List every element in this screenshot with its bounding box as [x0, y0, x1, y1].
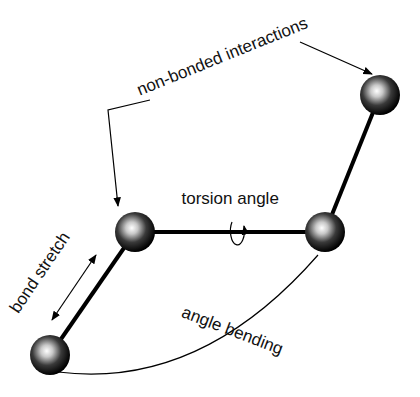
leader-arrow	[300, 42, 372, 74]
torsion-arrow	[230, 222, 244, 245]
annotation-label: bond stretch	[7, 228, 73, 315]
annotation-label: non-bonded interactions	[134, 14, 310, 98]
atom	[30, 335, 70, 375]
atom	[305, 212, 345, 252]
stretch-arrow	[52, 255, 96, 320]
annotation-label: torsion angle	[182, 190, 279, 207]
leader-arrow	[108, 100, 150, 206]
atom	[360, 75, 400, 115]
annotation-label: angle bending	[179, 303, 285, 357]
atom	[115, 212, 155, 252]
bond	[325, 95, 380, 232]
angle-arc	[58, 255, 318, 374]
